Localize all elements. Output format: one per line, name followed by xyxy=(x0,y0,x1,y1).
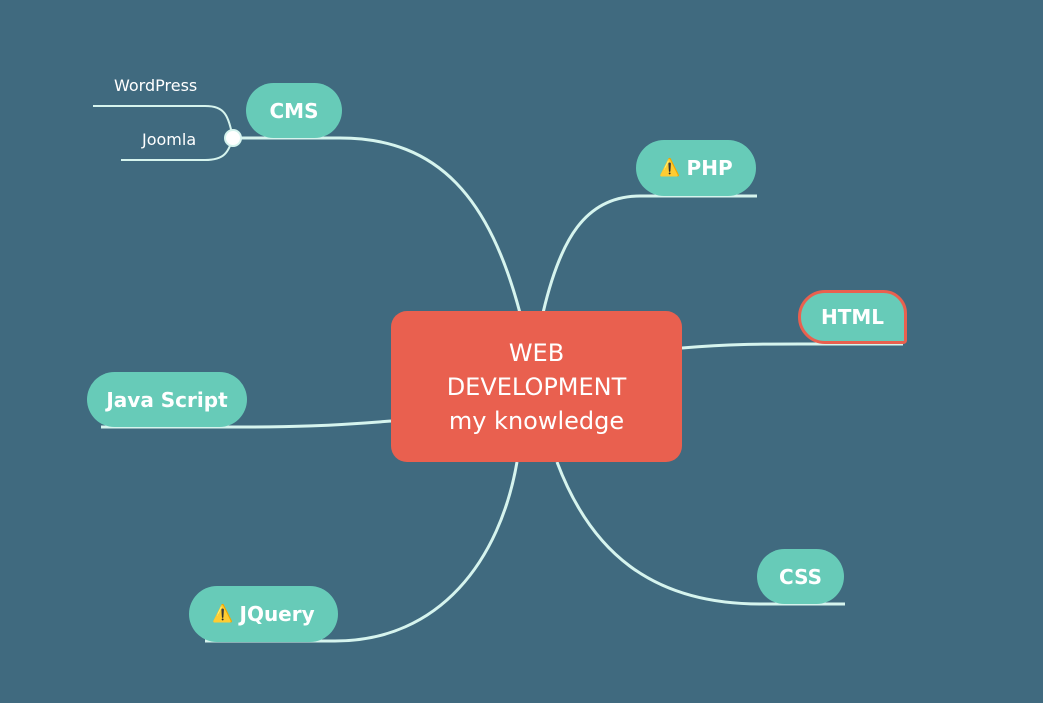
topic-javascript-label: Java Script xyxy=(106,387,228,412)
topic-cms[interactable]: CMS xyxy=(246,83,342,138)
subtopic-joomla[interactable]: Joomla xyxy=(142,130,197,149)
central-topic-subtitle: my knowledge xyxy=(448,406,625,435)
topic-php[interactable]: ⚠️ PHP xyxy=(636,140,756,196)
branch-line-php xyxy=(541,194,757,314)
topic-jquery-label: JQuery xyxy=(239,602,315,626)
branch-line-css xyxy=(555,461,845,606)
topic-html-label: HTML xyxy=(820,305,885,329)
topic-javascript[interactable]: Java Script xyxy=(87,372,247,427)
topic-cms-label: CMS xyxy=(269,98,319,123)
central-topic-title: WEB xyxy=(508,338,565,367)
branch-line-cms xyxy=(240,136,522,314)
central-topic[interactable]: WEB DEVELOPMENT my knowledge xyxy=(391,311,682,462)
topic-html[interactable]: HTML xyxy=(798,290,907,344)
subtopic-wordpress[interactable]: WordPress xyxy=(114,76,198,95)
warning-icon: ⚠️ xyxy=(659,157,681,178)
topic-php-label: PHP xyxy=(686,156,733,180)
warning-icon: ⚠️ xyxy=(212,603,234,624)
branch-line-html xyxy=(681,342,903,350)
branch-line-jquery xyxy=(205,461,519,643)
central-topic-title-line2: DEVELOPMENT xyxy=(446,372,627,401)
topic-css-label: CSS xyxy=(779,564,822,589)
topic-jquery[interactable]: ⚠️ JQuery xyxy=(189,586,338,642)
branch-line-javascript xyxy=(101,419,392,429)
topic-css[interactable]: CSS xyxy=(757,549,844,604)
collapse-toggle-cms[interactable] xyxy=(224,129,242,147)
